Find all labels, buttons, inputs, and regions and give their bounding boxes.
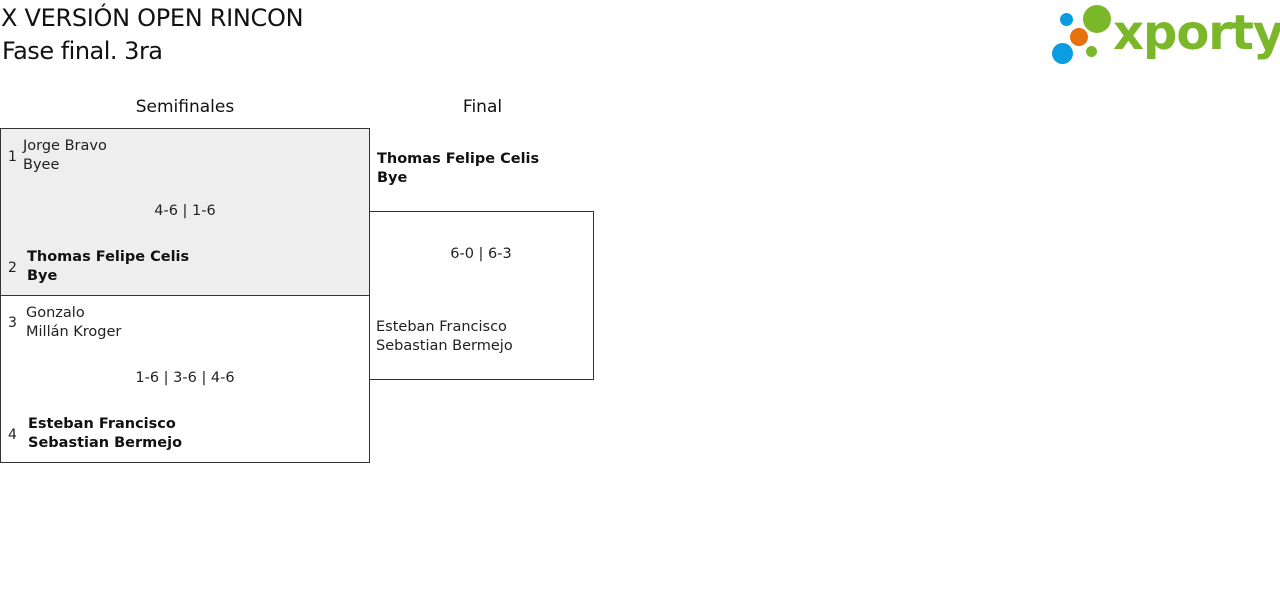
logo-dot-green-large-icon [1083,5,1111,33]
player-name: Thomas Felipe Celis [27,249,190,265]
player-name: Esteban Francisco [28,416,176,432]
logo-dot-green-small-icon [1086,46,1097,57]
seed-number: 1 [8,149,17,165]
seed-number: 3 [8,315,17,331]
player-name: Sebastian Bermejo [28,435,183,451]
player-name: Sebastian Bermejo [376,338,513,354]
match-score: 6-0 | 6-3 [450,246,512,262]
match-score: 1-6 | 3-6 | 4-6 [135,370,235,386]
player-name: Gonzalo [26,305,85,321]
team-entry[interactable]: Gonzalo Millán Kroger [26,304,121,342]
final-match[interactable]: 6-0 | 6-3 Esteban Francisco Sebastian Be… [369,211,594,380]
semifinal-match-2[interactable]: 3 Gonzalo Millán Kroger 1-6 | 3-6 | 4-6 … [0,295,370,463]
match-score: 4-6 | 1-6 [154,203,216,219]
logo-dot-orange-icon [1070,28,1088,46]
seed-number: 2 [8,260,17,276]
player-name: Esteban Francisco [376,319,507,335]
team-entry-winner[interactable]: Thomas Felipe Celis Bye [27,248,189,286]
phase-subtitle: Fase final. 3ra [2,37,163,65]
round-header-semifinales: Semifinales [135,97,235,117]
xporty-logo[interactable]: xporty [1050,4,1280,66]
final-team-top-winner[interactable]: Thomas Felipe Celis Bye [377,150,539,188]
player-name: Jorge Bravo [23,138,107,154]
player-name: Bye [27,268,58,284]
seed-number: 4 [8,427,17,443]
team-entry-winner[interactable]: Esteban Francisco Sebastian Bermejo [28,415,182,453]
team-entry[interactable]: Jorge Bravo Byee [23,137,107,175]
player-name: Thomas Felipe Celis [377,151,540,167]
semifinal-match-1[interactable]: 1 Jorge Bravo Byee 4-6 | 1-6 2 Thomas Fe… [0,128,370,296]
logo-wordmark: xporty [1113,5,1280,61]
player-name: Millán Kroger [26,324,122,340]
player-name: Byee [23,157,60,173]
player-name: Bye [377,170,408,186]
logo-dot-blue-large-icon [1052,43,1073,64]
logo-dot-blue-small-icon [1060,13,1073,26]
round-header-final: Final [462,97,503,117]
final-team-bottom[interactable]: Esteban Francisco Sebastian Bermejo [376,318,513,356]
tournament-title: X VERSIÓN OPEN RINCON [1,4,304,32]
